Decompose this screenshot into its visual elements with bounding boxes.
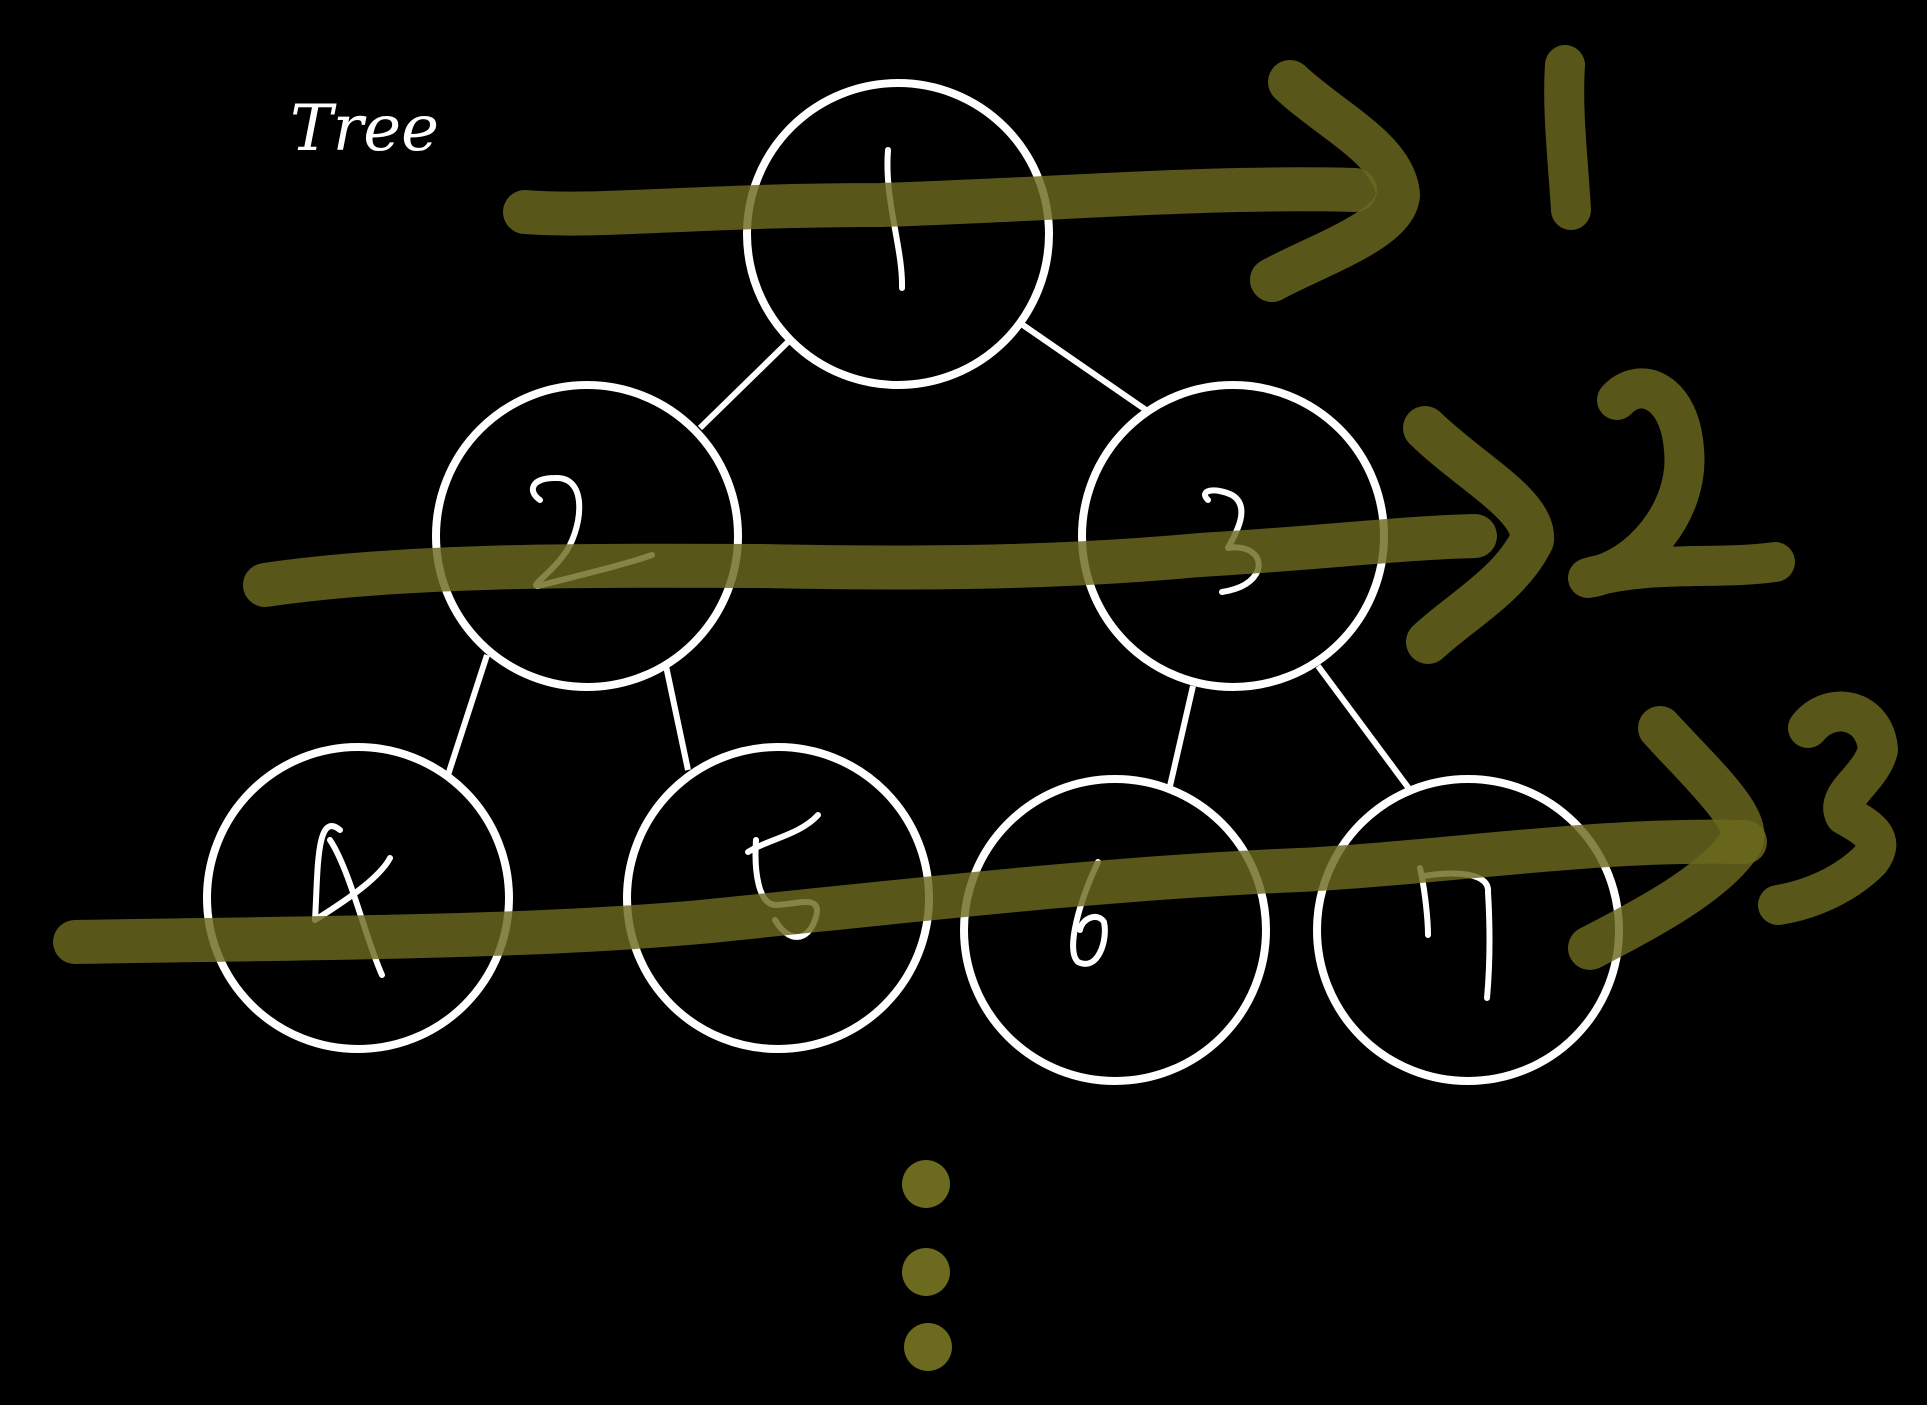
level-label-1: 1 xyxy=(1504,30,1636,251)
level-label-1-stroke xyxy=(1544,45,1591,230)
level-label-3-stroke xyxy=(1758,691,1898,925)
edge-1-3 xyxy=(1018,320,1148,413)
node-label: 2 xyxy=(539,449,634,623)
level-label-3: 3 xyxy=(1774,700,1906,921)
edge-1-2 xyxy=(697,337,793,431)
edge-2-5 xyxy=(663,665,691,771)
tree-node-4: 4 xyxy=(203,743,513,1053)
tree-node-2: 2 xyxy=(432,381,742,691)
continuation-dots: ⋮ xyxy=(902,1160,966,1371)
tree-node-6: 6 xyxy=(960,775,1270,1085)
edge-3-7 xyxy=(1315,664,1413,792)
level-highlight-2: 2 xyxy=(243,368,1795,664)
continuation-dot xyxy=(902,1160,950,1208)
level-label-2-stroke xyxy=(1568,368,1795,598)
edge-group xyxy=(445,320,1413,792)
tree-node-1: 1 xyxy=(743,79,1053,389)
diagram-title: Tree xyxy=(290,92,439,166)
edge-2-4 xyxy=(445,654,490,776)
level-label-2: 2 xyxy=(1624,380,1756,601)
continuation-dot xyxy=(902,1248,950,1296)
edge-3-6 xyxy=(1167,685,1196,787)
continuation-dot xyxy=(904,1323,952,1371)
tree-node-7: 7 xyxy=(1313,775,1623,1085)
node-label: 1 xyxy=(850,147,945,321)
level-highlight-1: 1 xyxy=(503,30,1636,302)
continuation-label: ⋮ xyxy=(926,1234,966,1280)
level-highlight-3: 3 xyxy=(53,691,1906,970)
